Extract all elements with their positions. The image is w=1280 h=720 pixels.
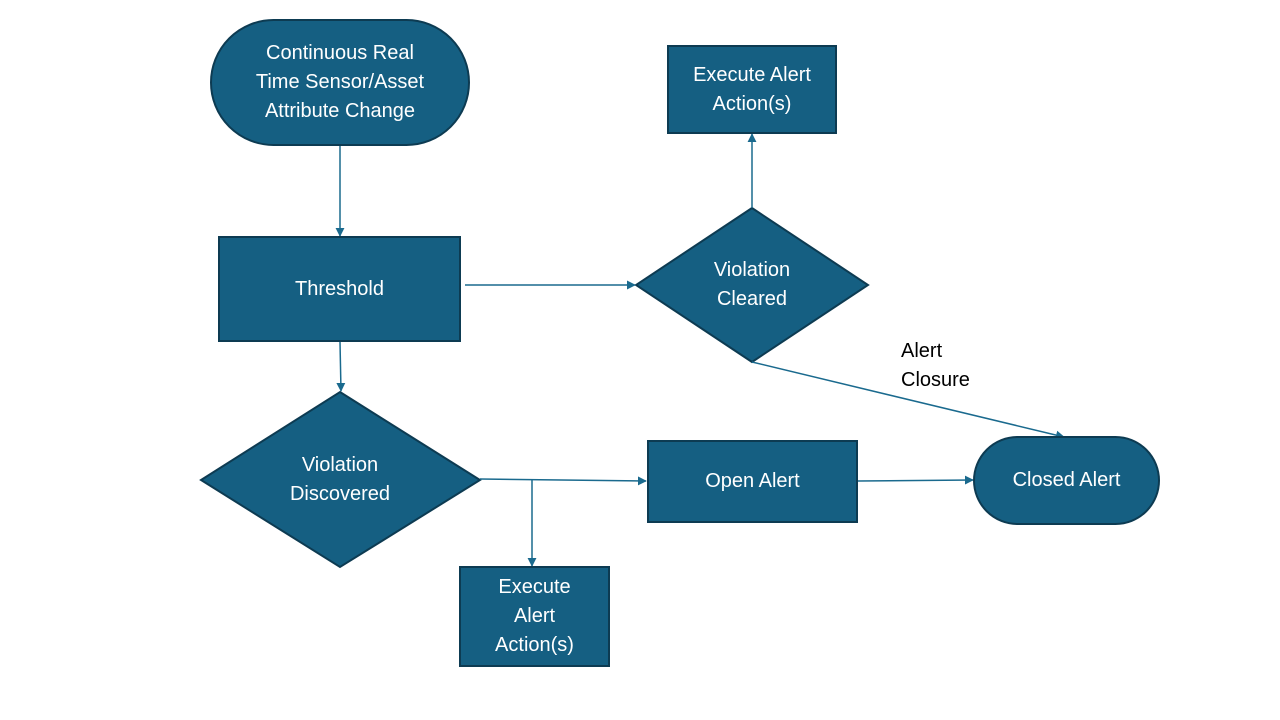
violation-discovered-diamond[interactable] [199,390,482,569]
execute-alert-actions-bottom-box[interactable]: Execute Alert Action(s) [459,566,610,667]
connector-threshold-to-violation-discovered [336,341,346,392]
violation-discovered-label: Violation Discovered [260,435,420,525]
threshold-box[interactable]: Threshold [218,236,461,342]
connector-violation-discovered-to-open-alert [479,476,647,486]
connector-open-alert-to-closed-alert [857,475,974,485]
execute-alert-actions-top-box[interactable]: Execute Alert Action(s) [667,45,837,134]
execute-alert-actions-top-label: Execute Alert Action(s) [693,63,811,115]
start-terminal-label: Continuous Real Time Sensor/Asset Attrib… [255,42,425,122]
start-terminal[interactable]: Continuous Real Time Sensor/Asset Attrib… [210,19,470,146]
threshold-label: Threshold [295,277,384,300]
violation-discovered-text: Violation Discovered [289,454,391,505]
closed-alert-label: Closed Alert [1012,469,1121,491]
open-alert-box[interactable]: Open Alert [647,440,858,523]
alert-closure-label: Alert Closure [901,340,970,391]
violation-cleared-label: Violation Cleared [672,240,832,330]
closed-alert-terminal[interactable]: Closed Alert [973,436,1160,525]
connector-violation-cleared-to-closed-alert [751,361,1065,440]
violation-cleared-text: Violation Cleared [713,259,791,310]
open-alert-label: Open Alert [705,470,800,492]
execute-alert-actions-bottom-label: Execute Alert Action(s) [495,576,574,656]
